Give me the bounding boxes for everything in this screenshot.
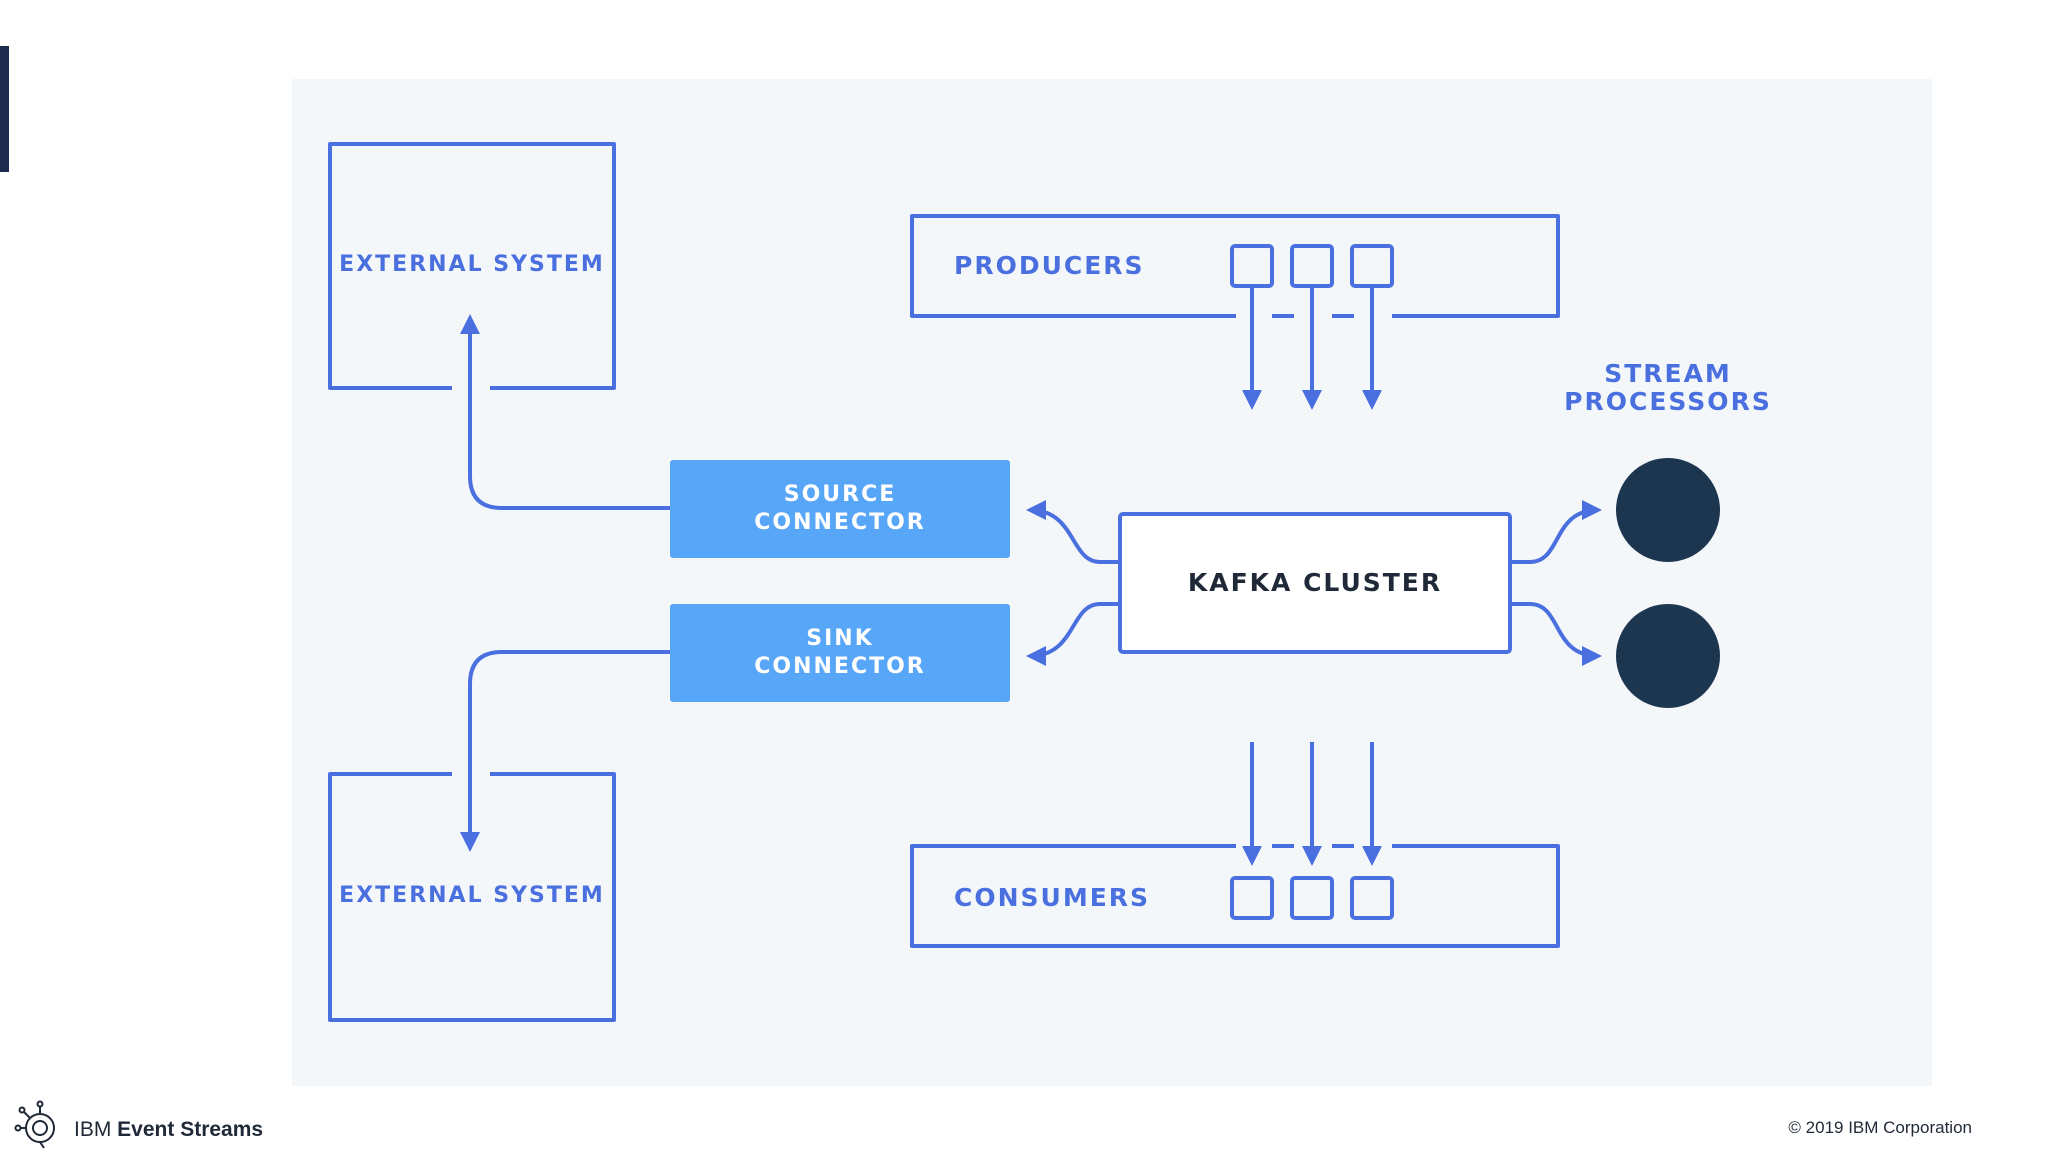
- footer-brand-name: Event Streams: [117, 1118, 264, 1141]
- producer-partition-1: [1230, 244, 1274, 288]
- stream-processor-2: [1616, 604, 1720, 708]
- producer-partition-2: [1290, 244, 1334, 288]
- source-connector-box: [670, 460, 1010, 558]
- event-streams-logo-icon: [14, 1100, 55, 1149]
- stream-processors-label: STREAM PROCESSORS: [1564, 359, 1772, 416]
- source-connector-label: SOURCE CONNECTOR: [754, 482, 926, 535]
- kafka-to-sink-arrow: [1026, 602, 1120, 666]
- consumers-box: [910, 844, 1560, 948]
- external-system-bottom-label: EXTERNAL SYSTEM: [339, 883, 605, 908]
- kafka-to-processor-2-arrow: [1510, 602, 1602, 666]
- kafka-to-source-arrow: [1026, 500, 1120, 564]
- producers-box: [910, 214, 1560, 318]
- external-system-top-label: EXTERNAL SYSTEM: [339, 252, 605, 277]
- external-system-top-box: [328, 142, 616, 390]
- consumer-partition-2: [1290, 876, 1334, 920]
- diagram-panel: [292, 79, 1932, 1086]
- kafka-cluster-box: [1118, 512, 1512, 654]
- kafka-to-processor-1-arrow: [1510, 500, 1602, 564]
- footer-brand-prefix: IBM: [74, 1118, 118, 1141]
- consumer-partition-3: [1350, 876, 1394, 920]
- external-system-bottom-box: [328, 772, 616, 1022]
- kafka-cluster-label: KAFKA CLUSTER: [1187, 568, 1443, 597]
- stream-processor-1: [1616, 458, 1720, 562]
- footer-brand: IBM Event Streams: [74, 1118, 263, 1142]
- left-accent-bar: [0, 46, 9, 172]
- producer-partition-3: [1350, 244, 1394, 288]
- footer-copyright: © 2019 IBM Corporation: [1788, 1118, 1972, 1137]
- consumer-partition-1: [1230, 876, 1274, 920]
- sink-to-external-arrow: [460, 650, 670, 852]
- source-to-external-arrow: [460, 314, 670, 510]
- sink-connector-box: [670, 604, 1010, 702]
- producers-label: PRODUCERS: [954, 251, 1145, 280]
- sink-connector-label: SINK CONNECTOR: [754, 626, 926, 679]
- consumers-label: CONSUMERS: [954, 883, 1151, 912]
